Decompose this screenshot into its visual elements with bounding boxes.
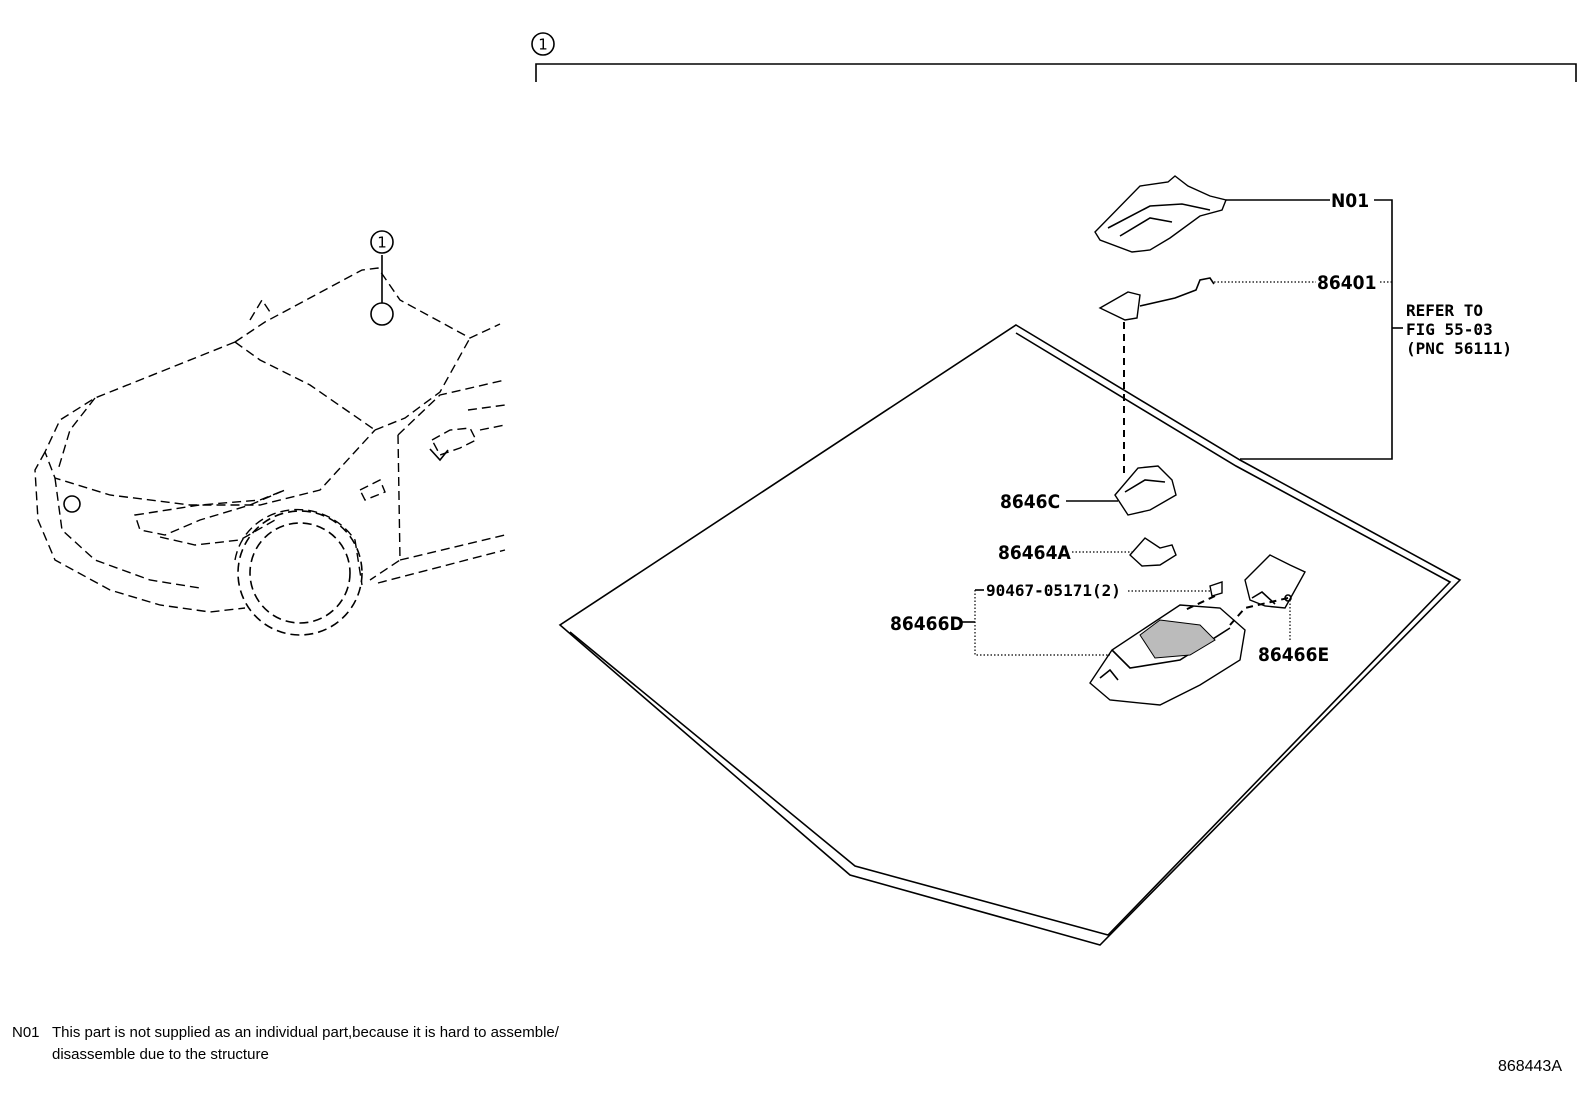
refer-line-1: REFER TO xyxy=(1406,301,1483,320)
label-86464a: 86464A xyxy=(998,542,1071,564)
leader-lines xyxy=(962,199,1403,656)
footnote-line-2: disassemble due to the structure xyxy=(52,1046,269,1063)
label-8646c: 8646C xyxy=(1000,491,1060,513)
assembly-bracket: 1 xyxy=(531,32,1577,82)
car-ref-number: 1 xyxy=(377,234,387,252)
car-illustration: 1 xyxy=(34,230,506,636)
footnote-code: N01 xyxy=(12,1024,40,1041)
figure-id: 868443A xyxy=(1497,1058,1562,1075)
label-86401: 86401 xyxy=(1317,272,1376,294)
refer-line-2: FIG 55-03 xyxy=(1406,320,1493,339)
label-90467-05171: 90467-05171(2) xyxy=(986,581,1121,600)
part-86464a xyxy=(1129,537,1177,567)
footnote-line-1: This part is not supplied as an individu… xyxy=(52,1024,559,1041)
windshield-glass xyxy=(558,324,1462,946)
refer-line-3: (PNC 56111) xyxy=(1406,339,1512,358)
part-86466e xyxy=(1244,554,1306,609)
label-86466e: 86466E xyxy=(1258,644,1329,666)
part-86401-harness xyxy=(1098,277,1215,321)
label-n01: N01 xyxy=(1331,190,1369,212)
assembly-ref-number: 1 xyxy=(538,36,548,54)
part-86466d xyxy=(1089,581,1289,706)
label-86466d: 86466D xyxy=(890,613,964,635)
part-n01-bracket xyxy=(1094,175,1227,253)
footnote: N01 This part is not supplied as an indiv… xyxy=(12,1022,559,1066)
part-8646c xyxy=(1114,465,1177,516)
